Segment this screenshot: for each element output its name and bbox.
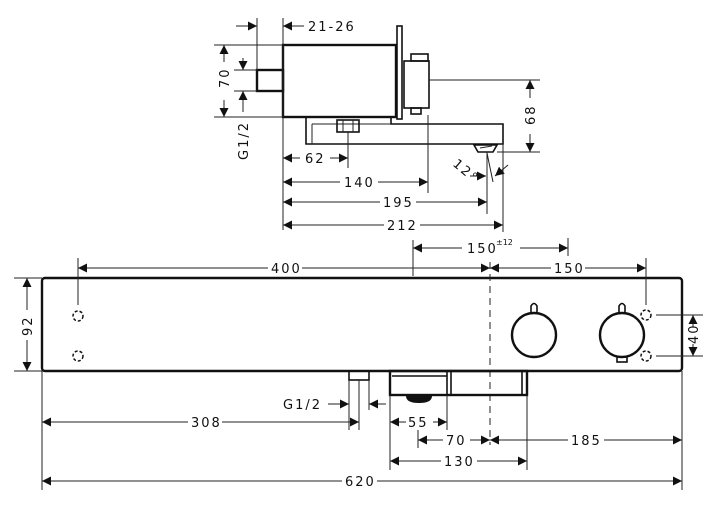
dim-side-thread: G1/2 [237, 121, 252, 160]
dim-outlet-width: 55 [408, 416, 429, 431]
side-handle-cap-bottom [410, 107, 422, 115]
side-wall-plate [396, 25, 403, 120]
dim-hole-vertical: 40 [687, 323, 702, 344]
inlet-fitting [348, 370, 370, 381]
side-view: 21-26 70 G1/2 68 62 140 195 212 12° [214, 18, 540, 234]
dim-outlet-to-center: 70 [446, 434, 467, 449]
flow-knob [598, 302, 646, 363]
dim-front-height: 92 [21, 315, 36, 336]
dim-side-height: 70 [218, 67, 233, 88]
dim-total-width: 620 [345, 475, 376, 490]
side-body [281, 43, 398, 119]
mount-hole-bottom-left [72, 350, 84, 362]
mount-hole-top-right [640, 309, 652, 321]
dim-right-offset: 150 [554, 262, 585, 277]
mount-hole-bottom-right [640, 350, 652, 362]
outlet-nozzle [406, 396, 432, 403]
dim-left-to-inlet: 308 [191, 416, 222, 431]
side-spout-outlet [472, 144, 499, 153]
dim-spout-angle: 12° [449, 157, 481, 187]
temperature-knob [510, 302, 558, 359]
dim-center-to-right: 185 [571, 434, 602, 449]
dim-total-depth: 212 [387, 219, 418, 234]
dim-wall-depth: 21-26 [308, 20, 356, 35]
dim-shelf-width: 130 [444, 455, 475, 470]
side-shelf [305, 118, 504, 145]
side-connector-nut [336, 119, 360, 133]
side-inlet-stub [255, 68, 285, 93]
dim-connection-spacing: 150 [467, 242, 498, 257]
front-panel [40, 276, 684, 373]
dim-spout-height: 68 [524, 104, 539, 125]
mount-hole-top-left [72, 310, 84, 322]
outlet-housing [388, 369, 529, 397]
dim-outlet-offset: 62 [305, 152, 326, 167]
dim-front-thread: G1/2 [283, 398, 322, 413]
dim-spout-reach: 195 [383, 196, 414, 211]
side-handle-cap-top [410, 53, 429, 62]
dim-connection-tolerance: ±12 [496, 238, 513, 247]
dim-hole-spacing: 400 [271, 262, 302, 277]
side-handle [403, 60, 430, 109]
dim-body-depth: 140 [344, 176, 375, 191]
front-view: 400 150 ±12 150 92 40 G1/2 308 55 70 [14, 238, 703, 490]
